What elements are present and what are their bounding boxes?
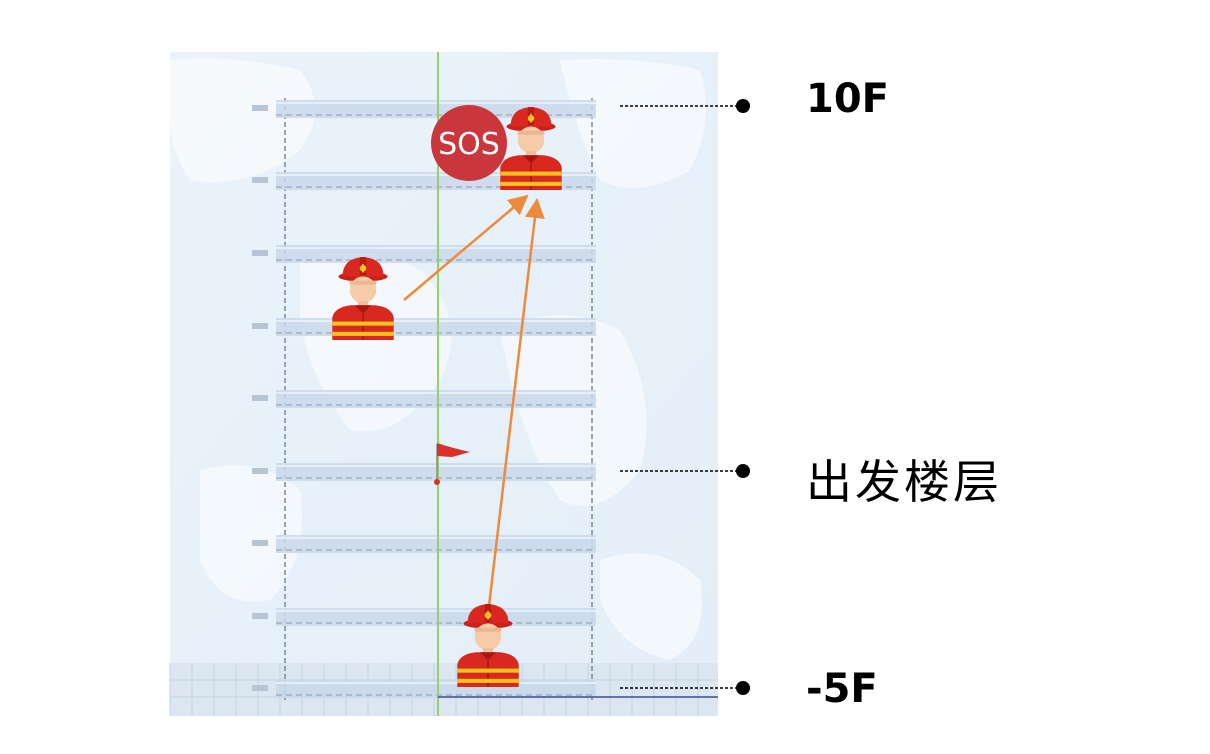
world-map-silhouette	[170, 58, 707, 660]
floor-slab	[276, 390, 596, 408]
floor-marker	[252, 323, 268, 329]
floor-marker	[252, 250, 268, 256]
bottom-floor-label: -5F	[806, 666, 878, 712]
callout-dots	[736, 99, 750, 695]
route-arrow-bottom	[487, 198, 545, 607]
floor-marker	[252, 468, 268, 474]
route-arrows	[403, 194, 545, 607]
floor-slab	[276, 463, 596, 481]
flag-icon	[434, 443, 470, 485]
floor-marker	[252, 105, 268, 111]
floor-marker	[252, 613, 268, 619]
floor-marker	[252, 177, 268, 183]
sos-badge: SOS	[431, 105, 507, 181]
floor-slab	[276, 608, 596, 626]
callout-leaders	[620, 105, 740, 689]
route-arrow-left	[403, 194, 529, 301]
start-floor-label: 出发楼层	[806, 455, 1002, 509]
floor-slab	[276, 535, 596, 553]
sos-badge-text: SOS	[438, 127, 500, 162]
top-floor-label: 10F	[806, 76, 889, 122]
floor-marker	[252, 685, 268, 691]
floor-marker	[252, 540, 268, 546]
floor-marker	[252, 395, 268, 401]
